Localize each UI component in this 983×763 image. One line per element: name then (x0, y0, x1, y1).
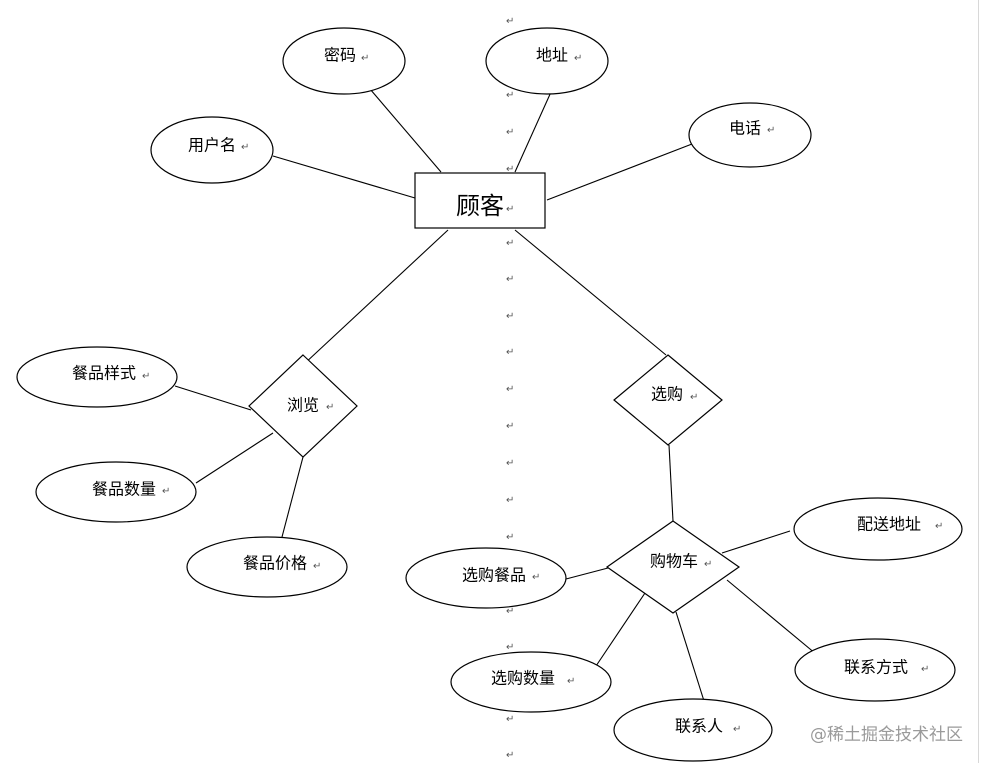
attribute-dish-quantity: 餐品数量 ↵ (35, 461, 197, 523)
attribute-paragraph-mark: ↵ (313, 561, 321, 572)
relationship-paragraph-mark: ↵ (690, 392, 698, 403)
edge-cart-selected-dish (565, 567, 609, 580)
entity-box (414, 172, 546, 229)
relationship-label: 浏览 (287, 396, 319, 415)
attribute-phone: 电话 ↵ (688, 102, 812, 168)
relationship-label: 选购 (651, 385, 683, 404)
paragraph-mark: ↵ (506, 164, 514, 175)
edge-cart-delivery-address (721, 530, 791, 554)
paragraph-mark: ↵ (506, 16, 514, 27)
attribute-paragraph-mark: ↵ (162, 486, 170, 497)
attribute-paragraph-mark: ↵ (574, 53, 582, 64)
paragraph-mark: ↵ (506, 495, 514, 506)
paragraph-mark: ↵ (506, 384, 514, 395)
paragraph-mark-column: ↵↵↵↵↵↵↵↵↵↵↵↵↵↵↵↵↵↵↵↵ (506, 16, 514, 761)
attribute-paragraph-mark: ↵ (567, 676, 575, 687)
paragraph-mark: ↵ (506, 750, 514, 761)
attribute-dish-style: 餐品样式 ↵ (16, 346, 178, 408)
paragraph-mark: ↵ (506, 347, 514, 358)
attribute-paragraph-mark: ↵ (361, 53, 369, 64)
page-edge-rule (978, 0, 979, 763)
attribute-label: 选购数量 (491, 669, 555, 688)
edge-browse-dish-style (174, 385, 252, 411)
edge-cart-contact-method (726, 579, 817, 655)
attribute-label: 餐品数量 (92, 480, 156, 499)
attribute-paragraph-mark: ↵ (935, 521, 943, 532)
attribute-dish-price: 餐品价格 ↵ (186, 536, 348, 598)
attribute-paragraph-mark: ↵ (733, 724, 741, 735)
attribute-paragraph-mark: ↵ (921, 664, 929, 675)
paragraph-mark: ↵ (506, 311, 514, 322)
attribute-paragraph-mark: ↵ (767, 125, 775, 136)
attribute-label: 地址 (536, 46, 568, 65)
paragraph-mark: ↵ (506, 90, 514, 101)
relationship-cart: 购物车 ↵ (605, 520, 741, 614)
attribute-address: 地址 ↵ (485, 27, 609, 95)
watermark: @稀土掘金技术社区 (810, 725, 963, 745)
paragraph-mark: ↵ (506, 458, 514, 469)
attribute-label: 餐品价格 (243, 554, 307, 573)
paragraph-mark: ↵ (506, 642, 514, 653)
relationship-paragraph-mark: ↵ (326, 402, 334, 413)
edge-customer-browse (302, 229, 449, 366)
relationship-label: 购物车 (650, 552, 698, 571)
paragraph-mark: ↵ (506, 421, 514, 432)
attribute-selected-quantity: 选购数量 ↵ (450, 651, 612, 713)
edge-customer-password (369, 88, 442, 173)
edge-browse-dish-price (281, 456, 304, 538)
edge-customer-username (272, 155, 416, 199)
paragraph-mark: ↵ (506, 127, 514, 138)
edge-purchase-cart (668, 444, 674, 522)
attribute-label: 用户名 (188, 136, 236, 155)
attribute-label: 配送地址 (857, 515, 921, 534)
edge-cart-contact-person (675, 611, 705, 702)
attribute-label: 密码 (324, 46, 356, 65)
paragraph-mark: ↵ (506, 606, 514, 617)
attribute-label: 电话 (729, 119, 761, 138)
entity-label: 顾客 (456, 192, 504, 220)
edges (174, 88, 817, 702)
paragraph-mark: ↵ (506, 238, 514, 249)
attribute-label: 联系方式 (844, 658, 908, 677)
edge-customer-phone (546, 143, 693, 201)
attribute-contact-method: 联系方式 ↵ (794, 638, 956, 702)
attribute-delivery-address: 配送地址 ↵ (793, 497, 963, 561)
attribute-password: 密码 ↵ (282, 27, 406, 95)
entity-customer: 顾客 ↵ (414, 172, 546, 229)
attribute-selected-dish: 选购餐品 ↵ (405, 547, 567, 609)
paragraph-mark: ↵ (506, 274, 514, 285)
edge-customer-purchase (514, 229, 667, 356)
attribute-contact-person: 联系人 ↵ (613, 698, 773, 762)
paragraph-mark: ↵ (506, 714, 514, 725)
attribute-paragraph-mark: ↵ (142, 371, 150, 382)
attribute-username: 用户名 ↵ (150, 116, 274, 184)
edge-cart-selected-quantity (595, 592, 646, 667)
paragraph-mark: ↵ (506, 532, 514, 543)
relationship-purchase: 选购 ↵ (613, 354, 723, 446)
relationship-browse: 浏览 ↵ (248, 354, 358, 458)
attribute-label: 联系人 (675, 717, 723, 736)
edge-browse-dish-quantity (195, 432, 274, 484)
attribute-label: 餐品样式 (72, 364, 136, 383)
attribute-paragraph-mark: ↵ (241, 142, 249, 153)
attribute-paragraph-mark: ↵ (532, 572, 540, 583)
relationship-paragraph-mark: ↵ (704, 559, 712, 570)
edge-customer-address (514, 91, 552, 173)
entity-paragraph-mark: ↵ (506, 204, 514, 215)
attribute-label: 选购餐品 (462, 566, 526, 585)
